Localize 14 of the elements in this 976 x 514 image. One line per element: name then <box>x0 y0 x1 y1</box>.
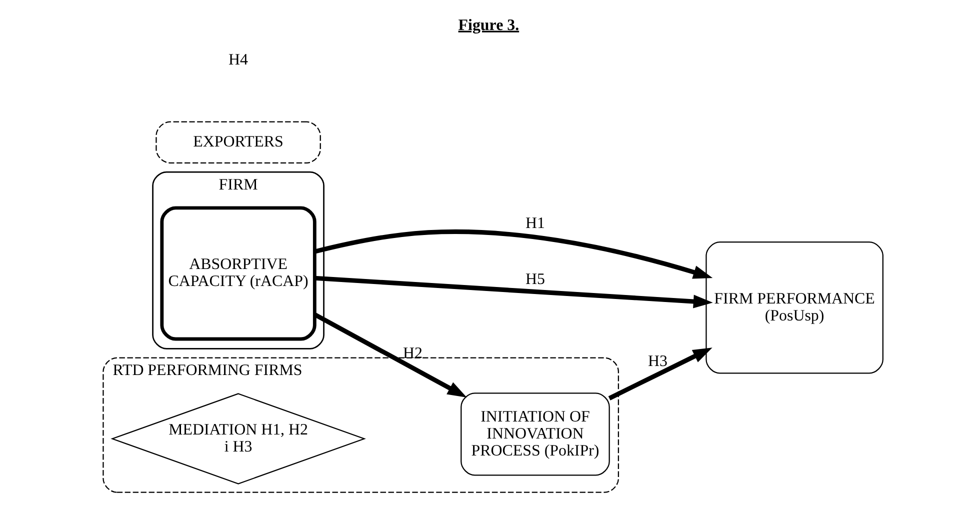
node-box: INITIATION OF INNOVATION PROCESS (PokIPr) <box>460 392 610 476</box>
edge-label: H3 <box>648 352 668 370</box>
arrow <box>314 229 712 278</box>
node-box: EXPORTERS <box>155 120 320 163</box>
node-diamond: MEDIATION H1, H2 i H3 <box>110 392 366 484</box>
arrow <box>313 312 466 398</box>
node-box: ABSORPTIVE CAPACITY (rACAP) <box>160 206 316 340</box>
node-box: FIRM PERFORMANCE (PosUsp) <box>705 241 883 374</box>
label: H4 <box>228 51 248 68</box>
edge-label: H1 <box>524 214 544 232</box>
arrow <box>314 275 712 308</box>
arrow <box>608 347 712 400</box>
diagram-title: Figure 3. <box>458 16 519 34</box>
edge-label: H5 <box>524 270 544 288</box>
